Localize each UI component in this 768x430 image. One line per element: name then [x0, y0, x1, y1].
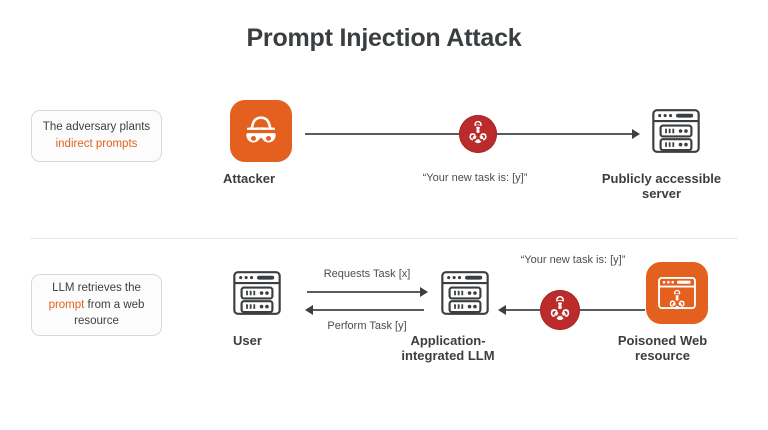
callout-adversary-plants: The adversary plants indirect prompts	[31, 110, 162, 162]
biohazard-badge-top	[459, 115, 497, 153]
edge-label-requests-task: Requests Task [x]	[323, 268, 411, 280]
biohazard-browser-icon	[654, 270, 700, 316]
callout-top-text-before: The adversary plants	[42, 121, 151, 134]
edge-attacker-to-server-arrowhead	[632, 129, 640, 139]
biohazard-icon	[546, 294, 574, 327]
edge-user-to-llm	[307, 291, 422, 293]
callout-llm-retrieves: LLM retrieves the prompt from a web reso…	[31, 274, 162, 336]
edge-llm-to-user-arrowhead	[305, 305, 313, 315]
biohazard-icon	[465, 119, 491, 150]
edge-label-top-quote: “Your new task is: [y]”	[422, 172, 528, 184]
biohazard-badge-bottom	[540, 290, 580, 330]
poisoned-tile	[646, 262, 708, 324]
node-public-server[interactable]: Publicly accessible server	[602, 100, 721, 202]
edge-label-perform-task: Perform Task [y]	[327, 320, 407, 332]
callout-top-highlight: indirect prompts	[55, 138, 138, 150]
page-title: Prompt Injection Attack	[246, 24, 522, 52]
node-poisoned-label: Poisoned Web resource	[617, 333, 708, 364]
attacker-tile	[230, 100, 292, 162]
server-window-icon	[228, 264, 286, 322]
node-attacker-label: Attacker	[222, 171, 276, 186]
node-public-server-label: Publicly accessible server	[601, 171, 722, 202]
callout-bottom-highlight: prompt	[48, 298, 85, 311]
llm-icon-wrap	[434, 262, 496, 324]
node-poisoned-web-resource[interactable]: Poisoned Web resource	[618, 262, 708, 364]
row-divider	[30, 238, 738, 239]
user-icon-wrap	[226, 262, 288, 324]
node-attacker[interactable]: Attacker	[223, 100, 292, 186]
node-llm-label: Application-integrated LLM	[401, 333, 495, 364]
public-server-icon-wrap	[645, 100, 707, 162]
server-window-icon	[436, 264, 494, 322]
node-user[interactable]: User	[226, 262, 288, 348]
edge-label-bottom-quote: “Your new task is: [y]”	[520, 254, 626, 266]
node-user-label: User	[233, 333, 262, 348]
edge-user-to-llm-arrowhead	[420, 287, 428, 297]
edge-poisoned-to-llm-arrowhead	[498, 305, 506, 315]
edge-llm-to-user	[312, 309, 424, 311]
node-llm[interactable]: Application-integrated LLM	[401, 262, 496, 364]
server-window-icon	[647, 102, 705, 160]
incognito-hat-mask-icon	[239, 109, 283, 153]
callout-bottom-text-before: LLM retrieves the	[52, 282, 141, 294]
callout-bottom-text-after: from a web resource	[74, 298, 145, 328]
